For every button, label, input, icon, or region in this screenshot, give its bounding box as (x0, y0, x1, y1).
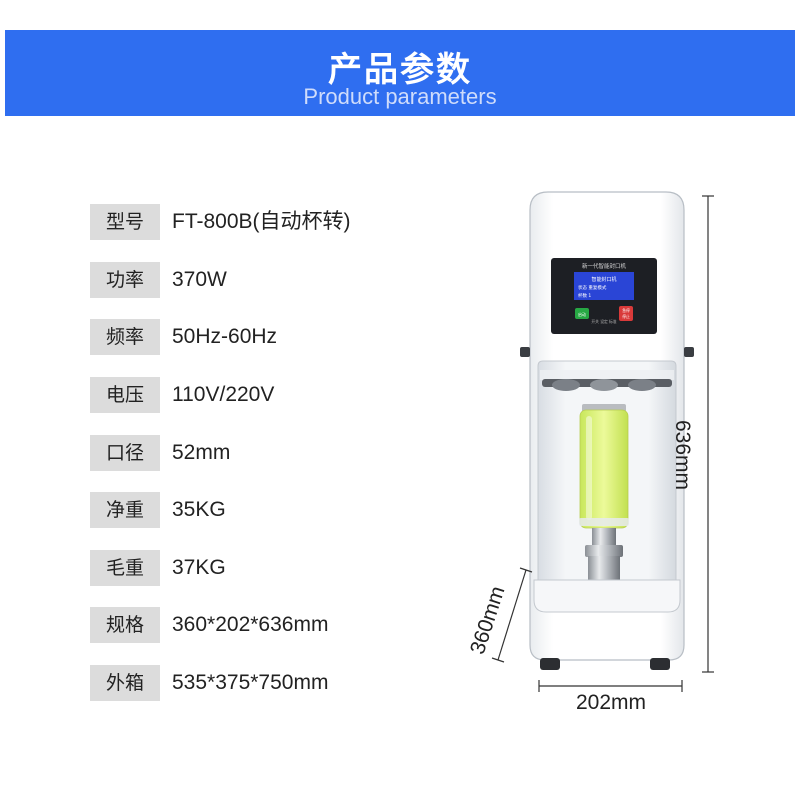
panel-header-text: 新一代智能封口机 (582, 262, 627, 270)
param-label: 频率 (90, 319, 160, 355)
stop-button-label-2: 停止 (622, 314, 630, 319)
depth-dimension (491, 567, 533, 663)
param-label: 外箱 (90, 665, 160, 701)
chamber-shadow (540, 370, 674, 380)
param-label: 口径 (90, 435, 160, 471)
stop-button (619, 306, 633, 321)
stop-button-label: 急停 (622, 308, 630, 313)
turntable-top (592, 528, 616, 546)
page-subtitle: Product parameters (303, 84, 497, 109)
page-title: 产品参数 (328, 50, 472, 90)
sealing-roller-left (552, 379, 580, 391)
sealing-roller-center (590, 379, 618, 391)
left-foot (540, 658, 560, 670)
width-dimension-label: 202mm (576, 691, 647, 714)
lcd-row-2: 杯数 1 (578, 292, 591, 299)
param-value: 52mm (172, 441, 231, 464)
machine-base (533, 579, 681, 613)
param-value: 360*202*636mm (172, 613, 329, 636)
param-value: 35KG (172, 498, 226, 521)
param-value: 110V/220V (172, 383, 275, 406)
param-label: 毛重 (90, 550, 160, 586)
param-value: FT-800B(自动杯转) (172, 210, 351, 233)
start-button-label: 启动 (578, 311, 586, 317)
param-label: 型号 (90, 204, 160, 240)
start-button (575, 308, 589, 319)
param-label: 净重 (90, 492, 160, 528)
right-foot (650, 658, 670, 670)
header-banner: 产品参数 Product parameters (5, 30, 795, 116)
param-value: 50Hz-60Hz (172, 325, 278, 348)
right-side-knob (684, 347, 694, 357)
height-dimension (702, 195, 714, 673)
left-side-knob (520, 347, 530, 357)
cup-ring (579, 518, 629, 526)
panel-small-labels: 开关 设定 标准 (591, 319, 616, 324)
param-value: 370W (172, 268, 227, 291)
height-dimension-label: 636mm (671, 420, 694, 491)
param-label: 功率 (90, 262, 160, 298)
cup-highlight (586, 416, 592, 520)
lcd-title: 智能封口机 (591, 276, 616, 283)
sealing-roller-right (628, 379, 656, 391)
param-label: 规格 (90, 607, 160, 643)
lcd-screen (574, 272, 634, 300)
turntable-collar (585, 545, 623, 557)
param-value: 535*375*750mm (172, 671, 329, 694)
width-dimension (538, 680, 683, 692)
lcd-row-1: 状态 重复模式 (578, 284, 607, 291)
param-value: 37KG (172, 556, 226, 579)
param-label: 电压 (90, 377, 160, 413)
